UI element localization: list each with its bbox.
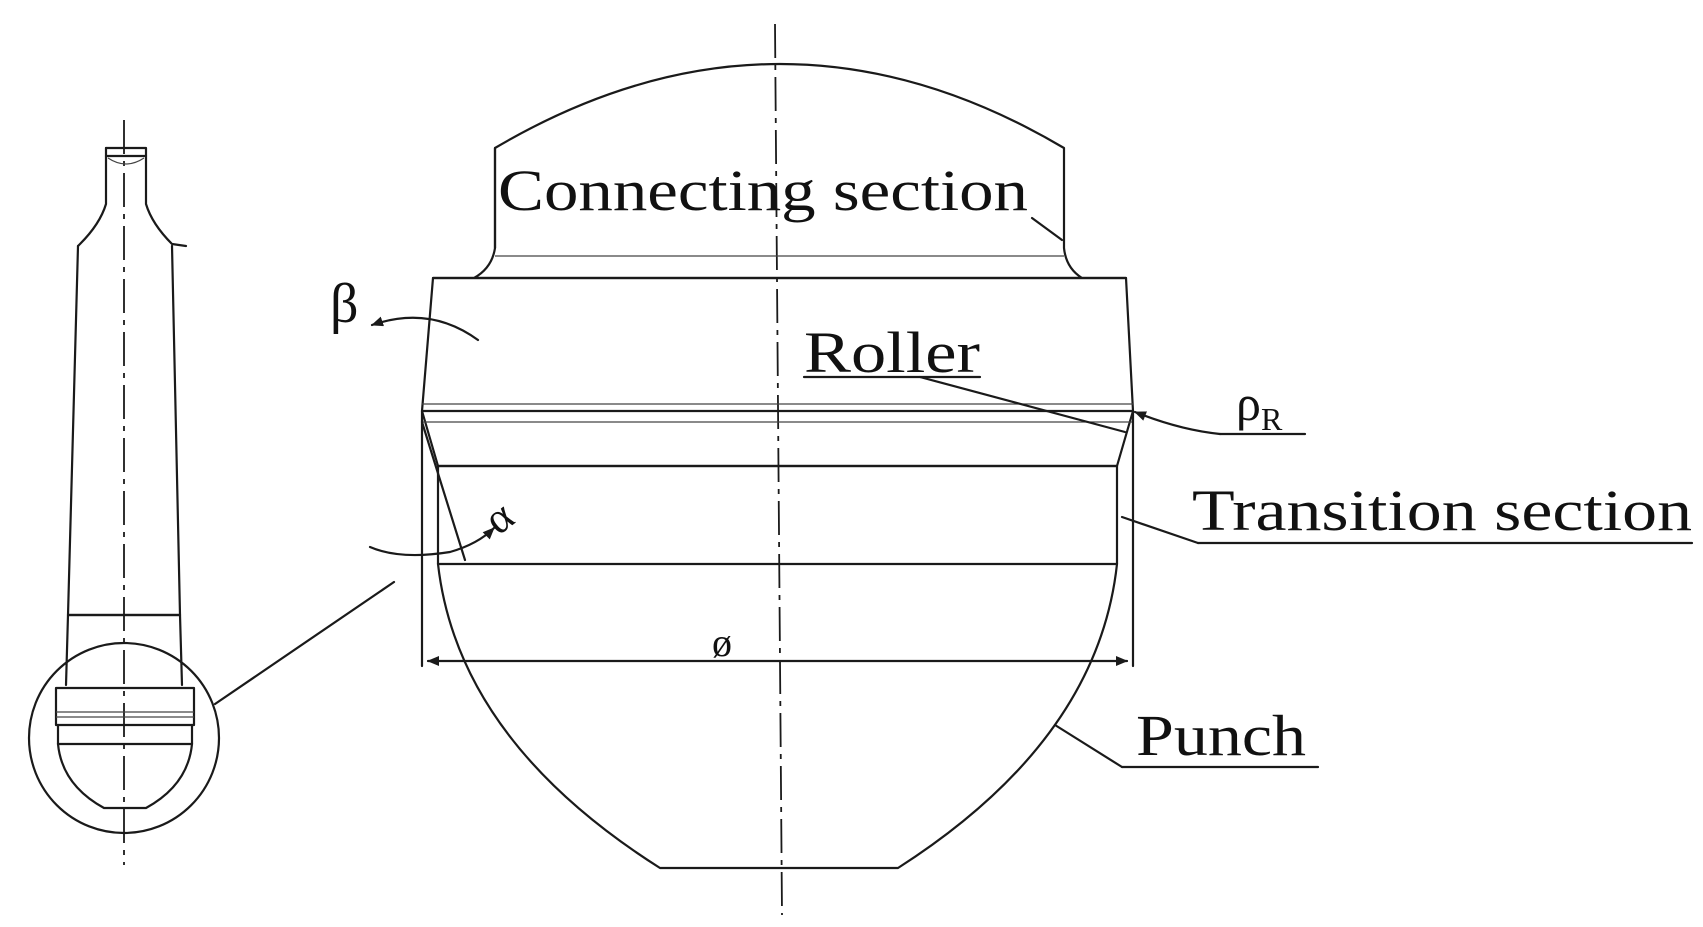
- diameter-symbol: ø: [712, 620, 732, 665]
- detail-circle: [27, 641, 221, 835]
- transition-section-label: Transition section: [1192, 478, 1692, 543]
- overview-head: [54, 686, 196, 727]
- roller-label: Roller: [804, 320, 980, 385]
- head-centerline: [774, 23, 783, 916]
- detail-leader: [213, 580, 396, 706]
- overview-tip: [104, 146, 188, 248]
- punch-label: Punch: [1136, 703, 1306, 768]
- transition-section-leader: [1120, 515, 1200, 545]
- alpha-symbol: α: [474, 491, 522, 544]
- head-detail: ø β α Connecting section Roller ρR Trans…: [330, 23, 1694, 916]
- rho-label: ρR: [1236, 375, 1283, 437]
- connecting-section-label: Connecting section: [498, 158, 1028, 223]
- roller-leader: [918, 375, 1127, 434]
- tool-overview: [27, 120, 396, 865]
- rho-subscript: R: [1261, 401, 1283, 437]
- transition-section-outline: [436, 464, 1119, 566]
- alpha-angle-arc: [368, 526, 496, 557]
- punch-leader: [1053, 723, 1124, 769]
- beta-angle-arc: [370, 316, 480, 342]
- connecting-section-outline: [431, 62, 1128, 280]
- rho-leader: [1133, 410, 1222, 436]
- beta-symbol: β: [330, 273, 359, 335]
- punch-outline: [436, 562, 1119, 870]
